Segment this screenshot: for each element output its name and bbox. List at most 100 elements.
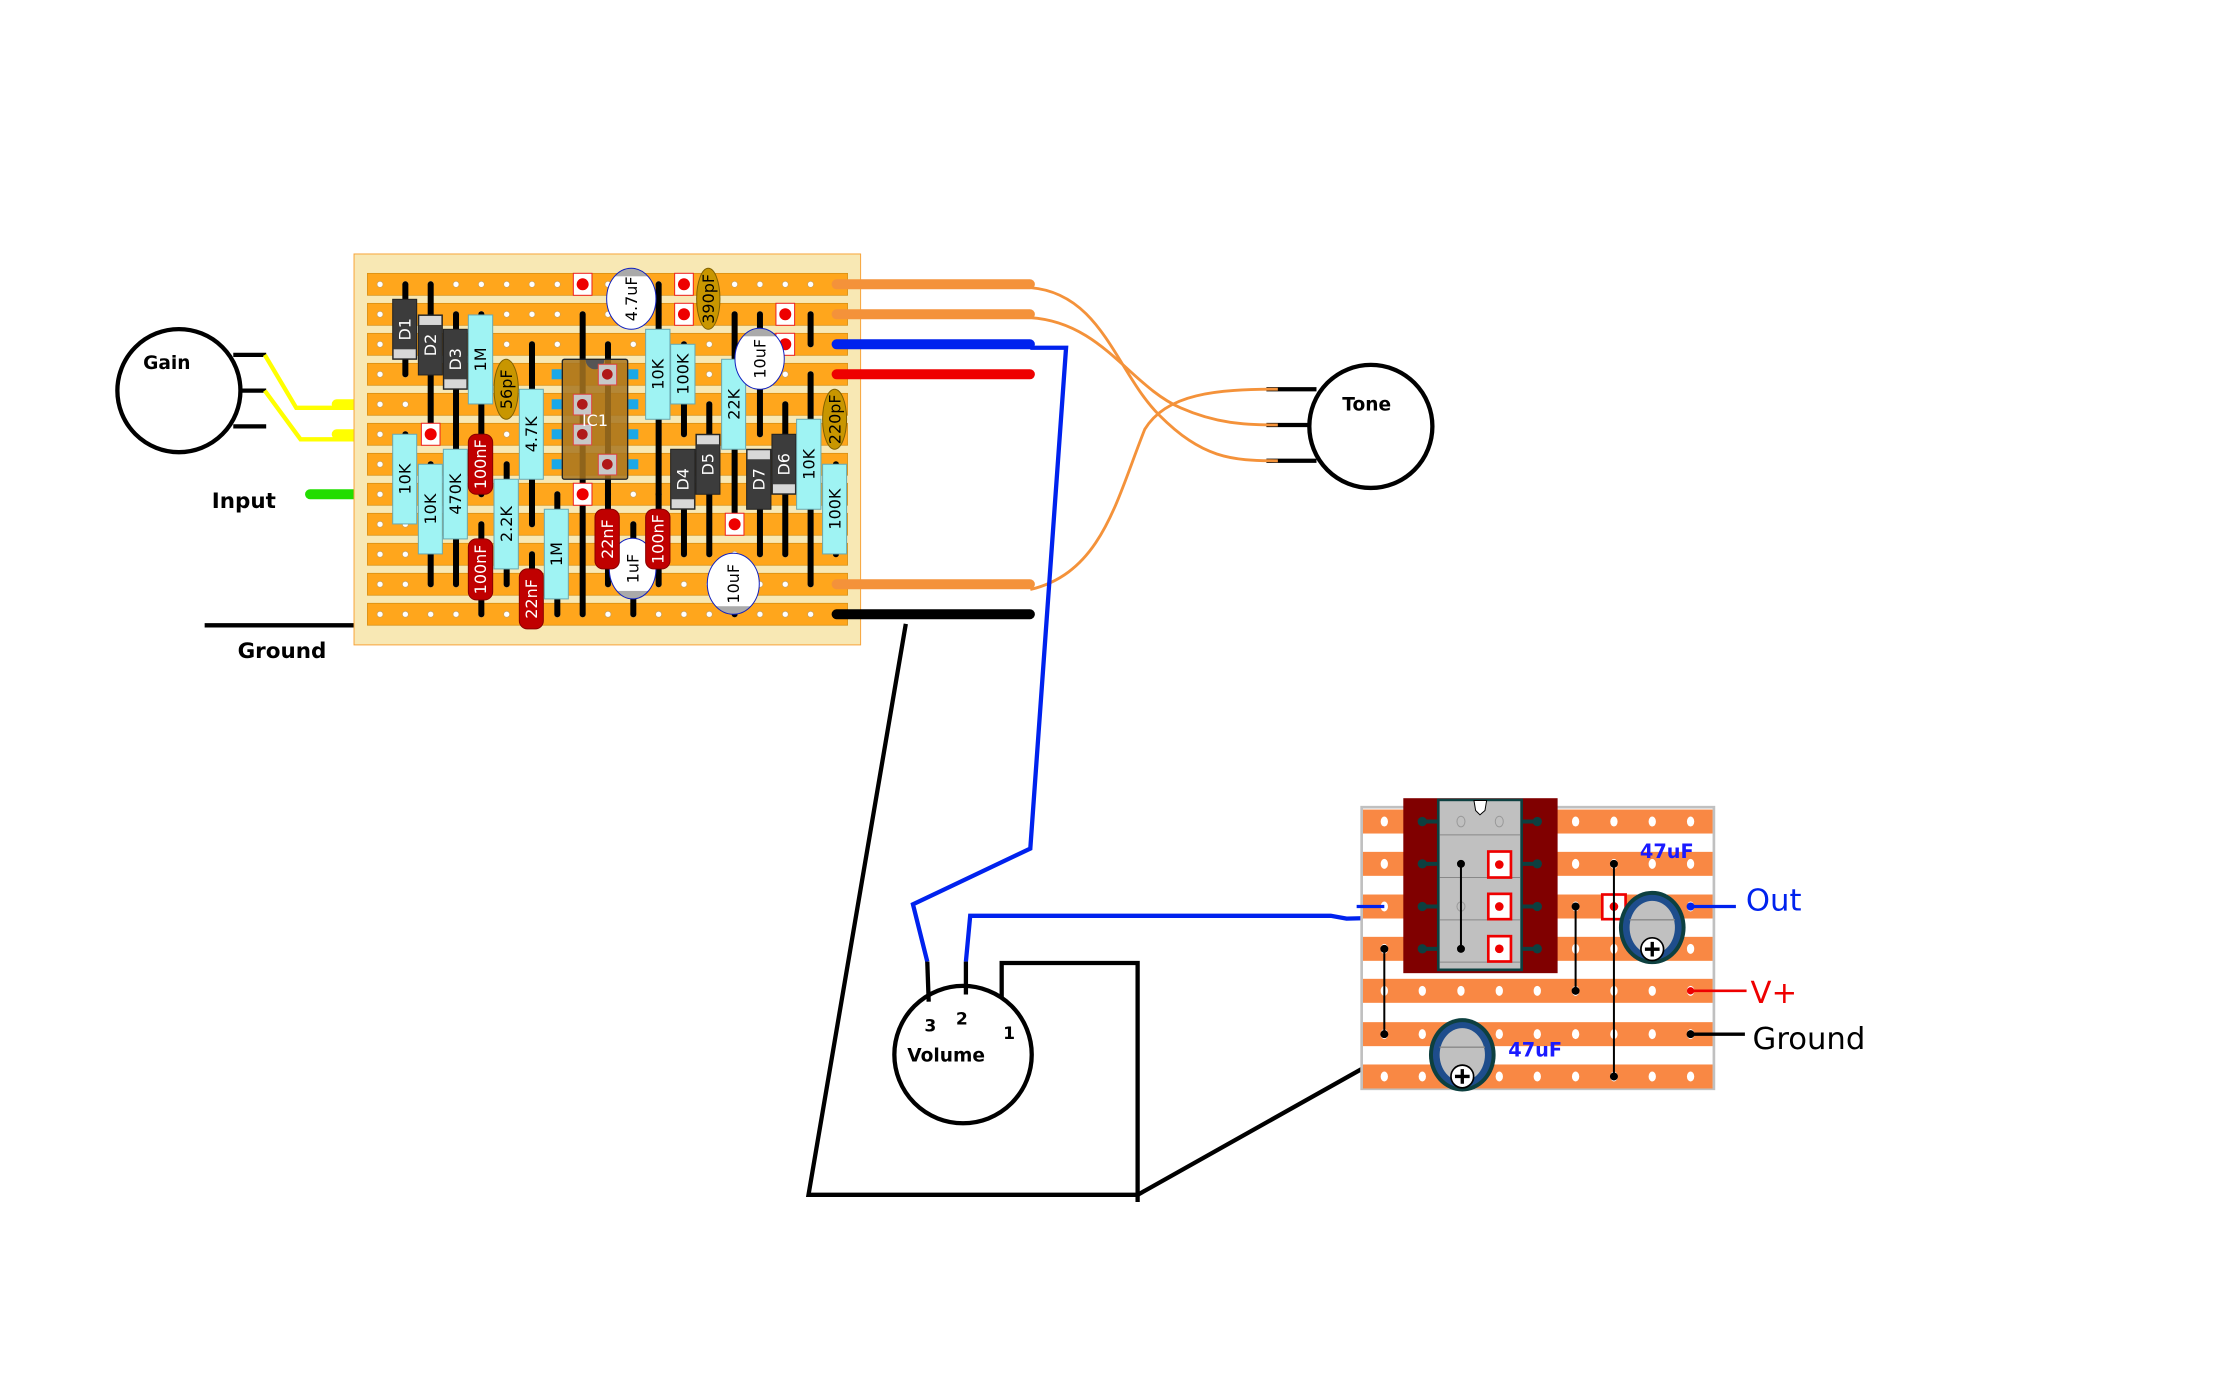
volume-lug-1	[999, 960, 1140, 1202]
film-capacitor[interactable]: 100nF	[645, 508, 671, 570]
wire-links	[1383, 863, 1615, 1077]
component-label: 4.7K	[522, 416, 541, 452]
strip-hole	[680, 580, 688, 588]
strip-hole	[1610, 816, 1618, 827]
strip-hole	[452, 280, 460, 288]
volume-lug-2-label: 2	[956, 1010, 968, 1030]
strip-hole	[376, 580, 384, 588]
component-label: 22K	[724, 388, 743, 419]
film-capacitor[interactable]: 22nF	[594, 508, 620, 570]
strip-hole	[1648, 1029, 1656, 1040]
electrolytic-cap-bottom[interactable]	[1428, 1018, 1496, 1092]
strip-hole	[503, 280, 511, 288]
strip-hole	[781, 280, 789, 288]
strip-hole	[705, 370, 713, 378]
component-label: D2	[421, 334, 440, 356]
strip-hole	[376, 430, 384, 438]
strip-hole	[553, 280, 561, 288]
ceramic-capacitor[interactable]: 56pF	[493, 358, 519, 420]
component-label: 100K	[825, 488, 844, 530]
strip-hole	[402, 610, 409, 618]
offboard-wiring: Gain Input Ground Tone 3 2 1 Volume	[115, 286, 1435, 1202]
track-cut	[674, 302, 694, 326]
electrolytic-capacitor[interactable]: 1uF	[608, 537, 657, 600]
track-cut	[775, 302, 796, 326]
volume-lug-3-label: 3	[924, 1017, 936, 1037]
strip-hole	[1495, 985, 1503, 996]
strip-hole	[1571, 1029, 1580, 1040]
electrolytic-cap-top[interactable]	[1618, 890, 1686, 965]
diode[interactable]: D5	[695, 433, 721, 495]
out-label: Out	[1746, 884, 1802, 919]
strip-hole	[1686, 943, 1695, 954]
strip-hole	[629, 340, 637, 348]
strip-hole	[1571, 858, 1580, 869]
strip-hole	[452, 610, 460, 618]
resistor[interactable]: 10K	[796, 418, 822, 510]
diode[interactable]: D2	[417, 314, 443, 376]
component-label: 56pF	[497, 369, 516, 409]
strip-hole	[781, 370, 789, 378]
component-label: 2.2K	[497, 506, 516, 542]
film-capacitor[interactable]: 100nF	[467, 433, 494, 495]
ground-label-right: Ground	[1753, 1022, 1866, 1057]
track-cut	[724, 512, 745, 536]
diode[interactable]: D6	[771, 433, 797, 495]
resistor[interactable]: 22K	[721, 358, 747, 450]
resistor[interactable]: 2.2K	[493, 478, 519, 570]
strip-hole	[781, 580, 789, 588]
strip-hole	[402, 400, 409, 408]
strip-hole	[376, 310, 384, 318]
strip-hole	[503, 610, 511, 618]
resistor[interactable]: 470K	[442, 448, 468, 540]
volume-pot[interactable]	[892, 983, 1034, 1126]
diode[interactable]: D3	[442, 328, 468, 390]
track-cut	[420, 422, 441, 446]
ceramic-capacitor[interactable]: 220pF	[822, 388, 848, 450]
component-label: D1	[395, 318, 414, 340]
strip-hole	[503, 310, 511, 318]
component-label: 390pF	[699, 274, 718, 324]
diode[interactable]: D7	[746, 448, 772, 510]
resistor[interactable]: 100K	[670, 343, 696, 405]
component-label: 1M	[471, 347, 490, 371]
diode[interactable]: D4	[670, 448, 696, 510]
resistor[interactable]: 10K	[392, 433, 418, 525]
tone-pot[interactable]	[1307, 362, 1435, 491]
film-capacitor[interactable]: 22nF	[518, 568, 544, 630]
ceramic-capacitor[interactable]: 390pF	[696, 267, 721, 330]
track-cut	[572, 482, 593, 506]
volume-lug-1-label: 1	[1003, 1024, 1015, 1044]
component-label: 1uF	[623, 554, 642, 583]
resistor[interactable]: 1M	[543, 508, 569, 600]
resistor[interactable]: 1M	[467, 314, 494, 405]
gain-pot[interactable]	[115, 326, 243, 455]
diode[interactable]: D1	[392, 298, 418, 360]
electrolytic-capacitor[interactable]: 10uF	[706, 552, 760, 615]
film-capacitor[interactable]: 100nF	[467, 538, 494, 601]
component-label: D5	[699, 453, 718, 475]
tone-label: Tone	[1342, 395, 1391, 416]
resistor[interactable]: 4.7K	[518, 388, 544, 480]
resistor[interactable]: 10K	[645, 328, 671, 420]
cap-top-label: 47uF	[1640, 840, 1694, 863]
strip-hole	[402, 550, 409, 558]
strip-hole	[528, 280, 536, 288]
strip-hole	[1533, 1071, 1541, 1082]
strip-hole	[503, 430, 511, 438]
component-label: 1M	[547, 542, 566, 566]
resistor[interactable]: 10K	[417, 463, 443, 555]
resistor[interactable]: 100K	[822, 463, 848, 555]
ic-notch	[1473, 800, 1488, 816]
strip-hole	[427, 610, 435, 618]
ic1-chip[interactable]: IC1	[551, 358, 639, 480]
ground-wire	[805, 623, 1407, 1197]
component-label: 100nF	[471, 544, 490, 594]
track-cut	[572, 272, 593, 296]
electrolytic-capacitor[interactable]: 10uF	[734, 327, 785, 390]
strip-hole	[376, 400, 384, 408]
ground-label: Ground	[238, 639, 327, 664]
component-label: D4	[673, 468, 692, 490]
electrolytic-capacitor[interactable]: 4.7uF	[606, 267, 657, 330]
